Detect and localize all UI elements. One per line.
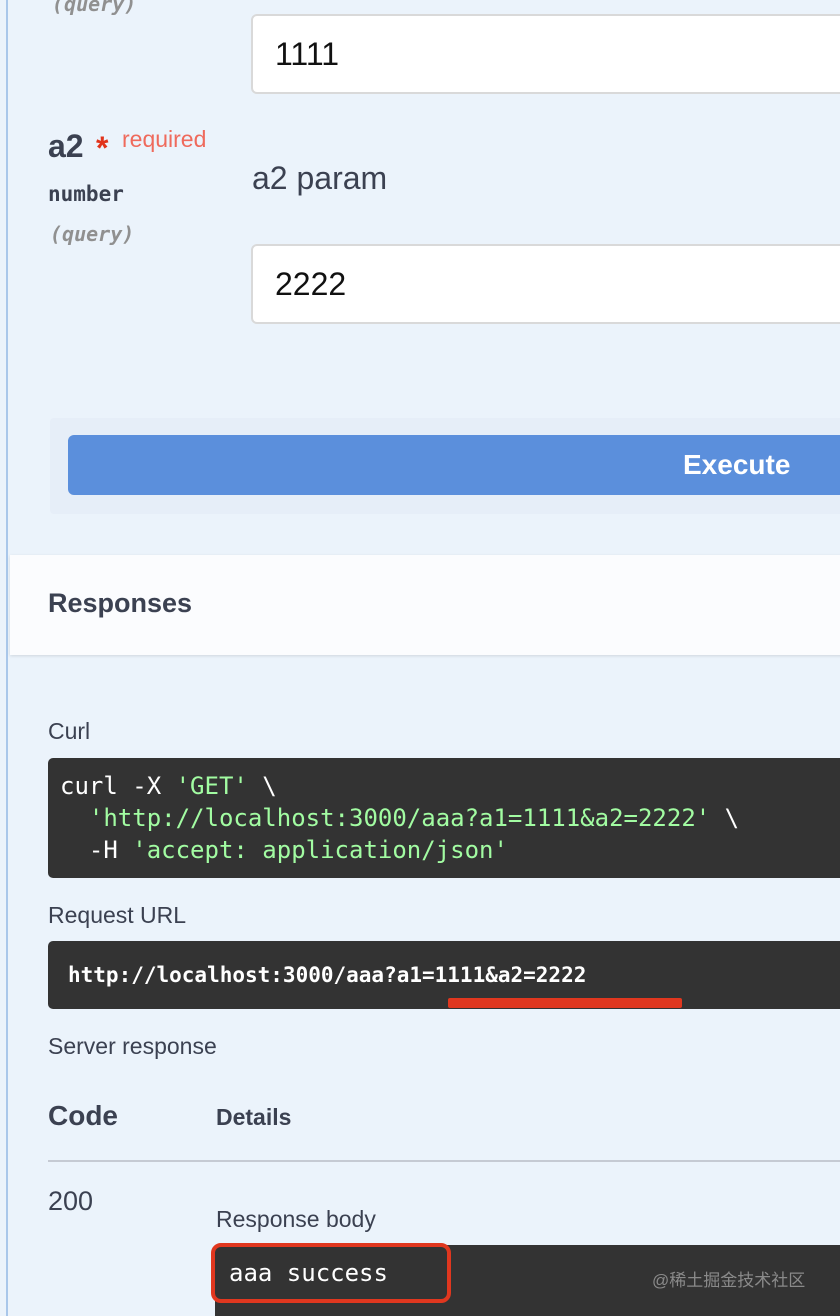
curl-header-value: 'accept: application/json': [132, 836, 508, 864]
curl-indent: [60, 804, 89, 832]
curl-command: curl -X: [60, 772, 176, 800]
response-body-label: Response body: [216, 1206, 376, 1232]
watermark: @稀土掘金技术社区: [652, 1271, 806, 1290]
param-a2-name: a2: [48, 128, 84, 164]
request-url-label: Request URL: [48, 902, 187, 928]
response-body-text: aaa success: [229, 1259, 388, 1287]
responses-title: Responses: [48, 588, 193, 618]
operation-left-border: [0, 0, 8, 1316]
response-body-highlight-annotation: [211, 1243, 451, 1303]
request-url-block[interactable]: http://localhost:3000/aaa?a1=1111&a2=222…: [48, 941, 840, 1009]
required-star: *: [96, 130, 109, 166]
curl-code-block[interactable]: curl -X 'GET' \ 'http://localhost:3000/a…: [48, 758, 840, 878]
curl-line-continuation: \: [710, 804, 740, 832]
server-response-label: Server response: [48, 1033, 217, 1059]
execute-button[interactable]: Execute: [68, 435, 840, 495]
param-a2-input[interactable]: [251, 244, 840, 324]
param-a1-location: (query): [52, 0, 137, 16]
code-column-header: Code: [48, 1100, 118, 1131]
curl-url: 'http://localhost:3000/aaa?a1=1111&a2=22…: [88, 804, 711, 832]
param-a2-required-label: required: [122, 126, 207, 152]
response-status-code: 200: [48, 1186, 94, 1216]
response-table-divider: [48, 1160, 840, 1162]
param-a2-location: (query): [50, 222, 135, 246]
curl-method: 'GET': [175, 772, 248, 800]
curl-header-flag: -H: [60, 836, 133, 864]
param-a1-input[interactable]: [251, 14, 840, 94]
responses-header: [10, 555, 840, 655]
param-a2-description: a2 param: [252, 160, 388, 196]
curl-label: Curl: [48, 718, 91, 744]
curl-line-continuation: \: [247, 772, 277, 800]
details-column-header: Details: [216, 1104, 292, 1130]
response-body-block[interactable]: aaa success: [215, 1245, 840, 1316]
query-params-underline-annotation: [448, 998, 682, 1008]
param-a2-type: number: [48, 182, 124, 206]
